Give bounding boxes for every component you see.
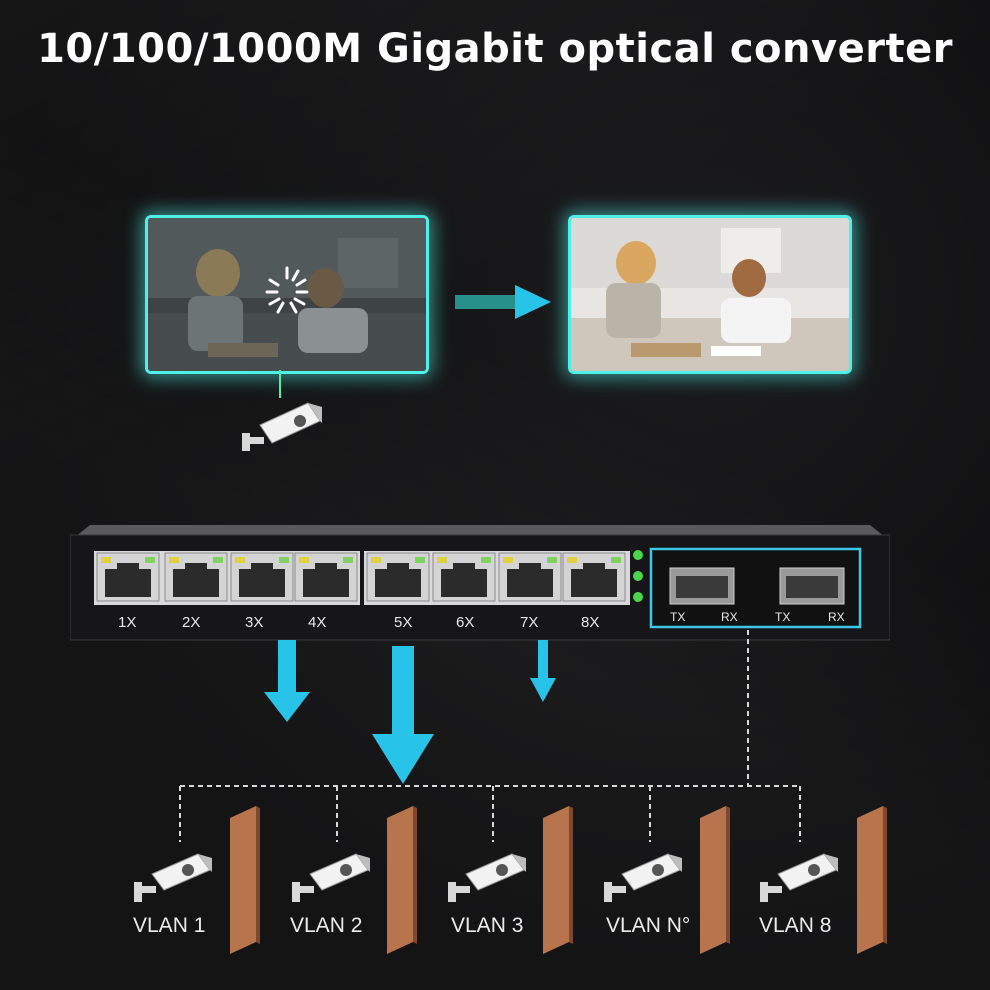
loading-spinner-icon: [265, 266, 309, 314]
sfp-rx-label-2: RX: [828, 610, 845, 624]
port-label-1: 1X: [118, 614, 137, 631]
vlan-label-8: VLAN 8: [759, 914, 832, 937]
port-3: [230, 552, 294, 602]
port-label-8: 8X: [581, 614, 600, 631]
sfp-slot-2: [779, 567, 845, 605]
camera-connector-line: [279, 370, 281, 398]
firewall-wall-icon: [857, 806, 887, 954]
sfp-tx-label-1: TX: [670, 610, 686, 624]
video-frame-clear: [568, 215, 852, 374]
transition-arrow-icon: [455, 283, 555, 325]
status-led: [633, 550, 643, 560]
vlan-label-1: VLAN 1: [133, 914, 206, 937]
port-8: [562, 552, 626, 602]
port-1: [96, 552, 160, 602]
port-7: [498, 552, 562, 602]
firewall-wall-icon: [387, 806, 417, 954]
sfp-tx-label-2: TX: [775, 610, 791, 624]
vlan-label-n: VLAN N°: [606, 914, 691, 937]
sfp-slot-1: [669, 567, 735, 605]
cctv-camera-icon: [288, 848, 374, 908]
cctv-camera-icon: [130, 848, 216, 908]
page-title: 10/100/1000M Gigabit optical converter: [37, 26, 953, 72]
status-led: [633, 571, 643, 581]
port-label-6: 6X: [456, 614, 475, 631]
port-label-5: 5X: [394, 614, 413, 631]
down-arrow-icon: [530, 640, 556, 702]
firewall-wall-icon: [543, 806, 573, 954]
cctv-camera-icon: [238, 395, 326, 459]
vlan-label-2: VLAN 2: [290, 914, 363, 937]
port-label-4: 4X: [308, 614, 327, 631]
port-label-3: 3X: [245, 614, 264, 631]
sfp-rx-label-1: RX: [721, 610, 738, 624]
port-4: [294, 552, 358, 602]
cctv-camera-icon: [600, 848, 686, 908]
port-label-7: 7X: [520, 614, 539, 631]
vlan-label-3: VLAN 3: [451, 914, 524, 937]
port-5: [366, 552, 430, 602]
firewall-wall-icon: [230, 806, 260, 954]
cctv-camera-icon: [756, 848, 842, 908]
firewall-wall-icon: [700, 806, 730, 954]
video-frame-loading: [145, 215, 429, 374]
port-label-2: 2X: [182, 614, 201, 631]
down-arrow-icon: [264, 640, 310, 722]
port-2: [164, 552, 228, 602]
cctv-camera-icon: [444, 848, 530, 908]
status-led: [633, 592, 643, 602]
port-6: [432, 552, 496, 602]
down-arrow-icon: [372, 646, 434, 784]
